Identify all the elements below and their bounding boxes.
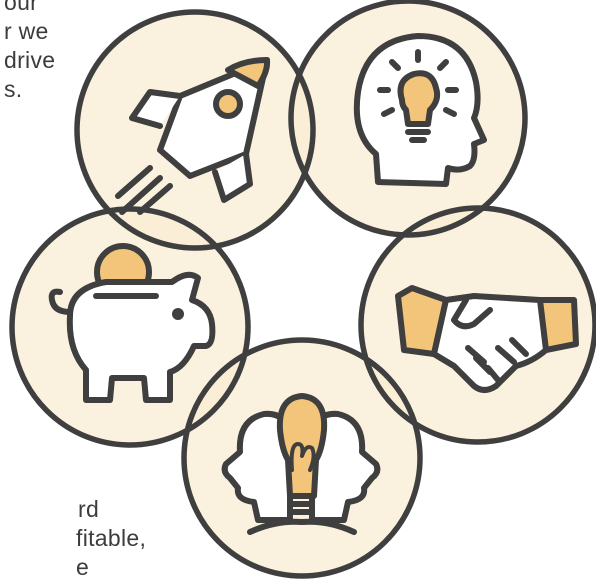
piggy-bank-icon [48,243,216,403]
top-text-line-2: r we [4,18,49,44]
circle-outlines [9,0,596,579]
head-lightbulb-icon [353,33,487,187]
two-heads-lightbulb-icon [221,393,381,535]
top-text-line-4: s. [4,76,23,102]
top-text-line-1: our [4,0,39,15]
handshake-icon [395,285,579,393]
bottom-text-line-3: e [76,554,90,580]
bottom-text-line-2: fitable, [76,525,147,551]
top-text-line-3: drive [4,47,56,73]
bottom-text-line-1: rd [78,496,100,522]
